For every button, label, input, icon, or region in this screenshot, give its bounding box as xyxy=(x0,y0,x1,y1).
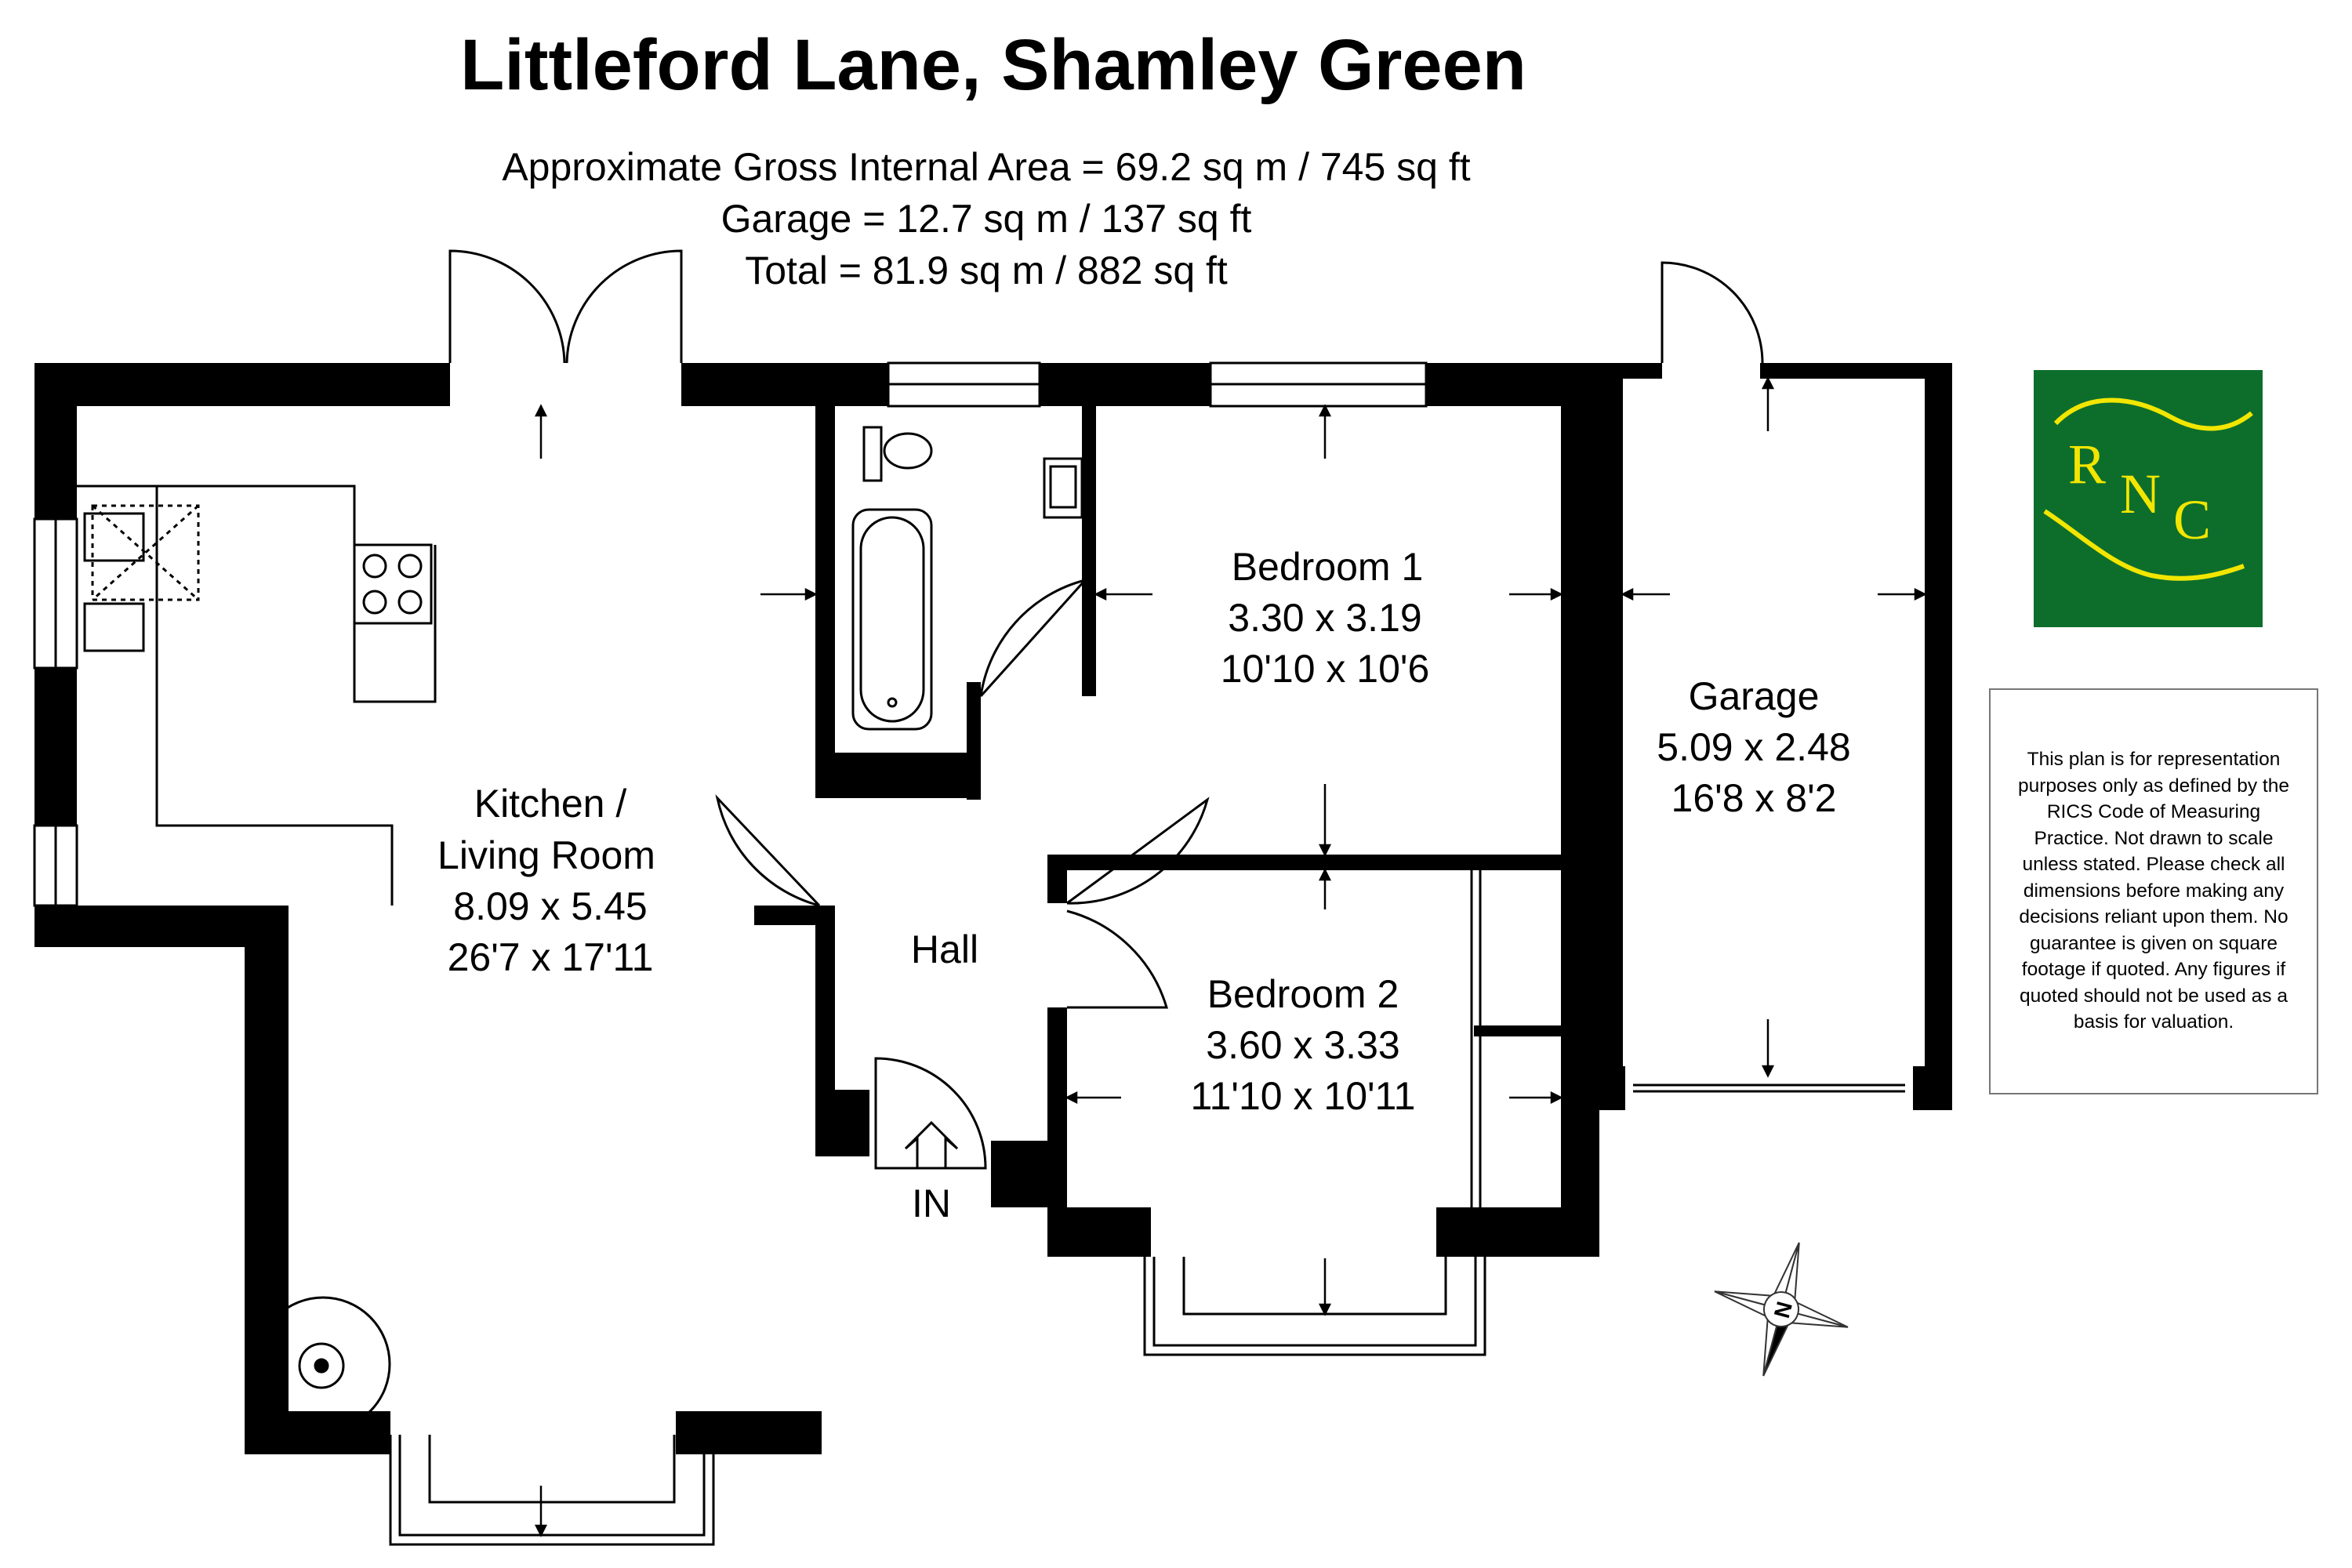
doors xyxy=(448,249,1764,1170)
garage-name: Garage xyxy=(1689,674,1820,718)
kitchen-name-1: Kitchen / xyxy=(474,782,627,826)
bedroom1-name: Bedroom 1 xyxy=(1232,545,1424,589)
svg-text:N: N xyxy=(2120,463,2161,525)
entrance-label: IN xyxy=(912,1181,951,1225)
svg-text:R: R xyxy=(2068,433,2106,495)
svg-text:C: C xyxy=(2173,488,2211,551)
bedroom1-metric: 3.30 x 3.19 xyxy=(1228,596,1421,640)
hall-name: Hall xyxy=(911,927,978,971)
kitchen-name-2: Living Room xyxy=(437,833,655,877)
total-area: Total = 81.9 sq m / 882 sq ft xyxy=(745,249,1228,292)
garage-imperial: 16'8 x 8'2 xyxy=(1671,776,1837,820)
wardrobes xyxy=(1470,870,1482,1207)
kitchen-imperial: 26'7 x 17'11 xyxy=(448,935,654,979)
gross-area: Approximate Gross Internal Area = 69.2 s… xyxy=(502,145,1470,189)
bedroom2-imperial: 11'10 x 10'11 xyxy=(1191,1074,1416,1118)
compass-icon xyxy=(1714,1242,1849,1377)
entrance-arrow-icon xyxy=(904,1120,959,1168)
disclaimer-text: This plan is for representation purposes… xyxy=(2018,749,2289,1033)
garage-metric: 5.09 x 2.48 xyxy=(1657,725,1850,769)
stove-icon xyxy=(255,1296,391,1432)
kitchen-metric: 8.09 x 5.45 xyxy=(453,884,647,928)
garage-area: Garage = 12.7 sq m / 137 sq ft xyxy=(721,197,1252,241)
bedroom2-name: Bedroom 2 xyxy=(1207,972,1399,1016)
dimension-arrows xyxy=(534,376,1927,1537)
bedroom2-metric: 3.60 x 3.33 xyxy=(1206,1023,1399,1067)
kitchen-fittings xyxy=(77,485,437,906)
bay-windows xyxy=(389,1257,1486,1546)
walls xyxy=(34,363,1952,1454)
windows xyxy=(33,361,1905,1093)
plan-title: Littleford Lane, Shamley Green xyxy=(460,25,1526,105)
bedroom1-imperial: 10'10 x 10'6 xyxy=(1221,647,1430,691)
bathroom-fittings xyxy=(851,426,1083,731)
disclaimer-box: This plan is for representation purposes… xyxy=(1989,688,2318,1094)
rnc-logo: R N C xyxy=(2034,370,2263,627)
